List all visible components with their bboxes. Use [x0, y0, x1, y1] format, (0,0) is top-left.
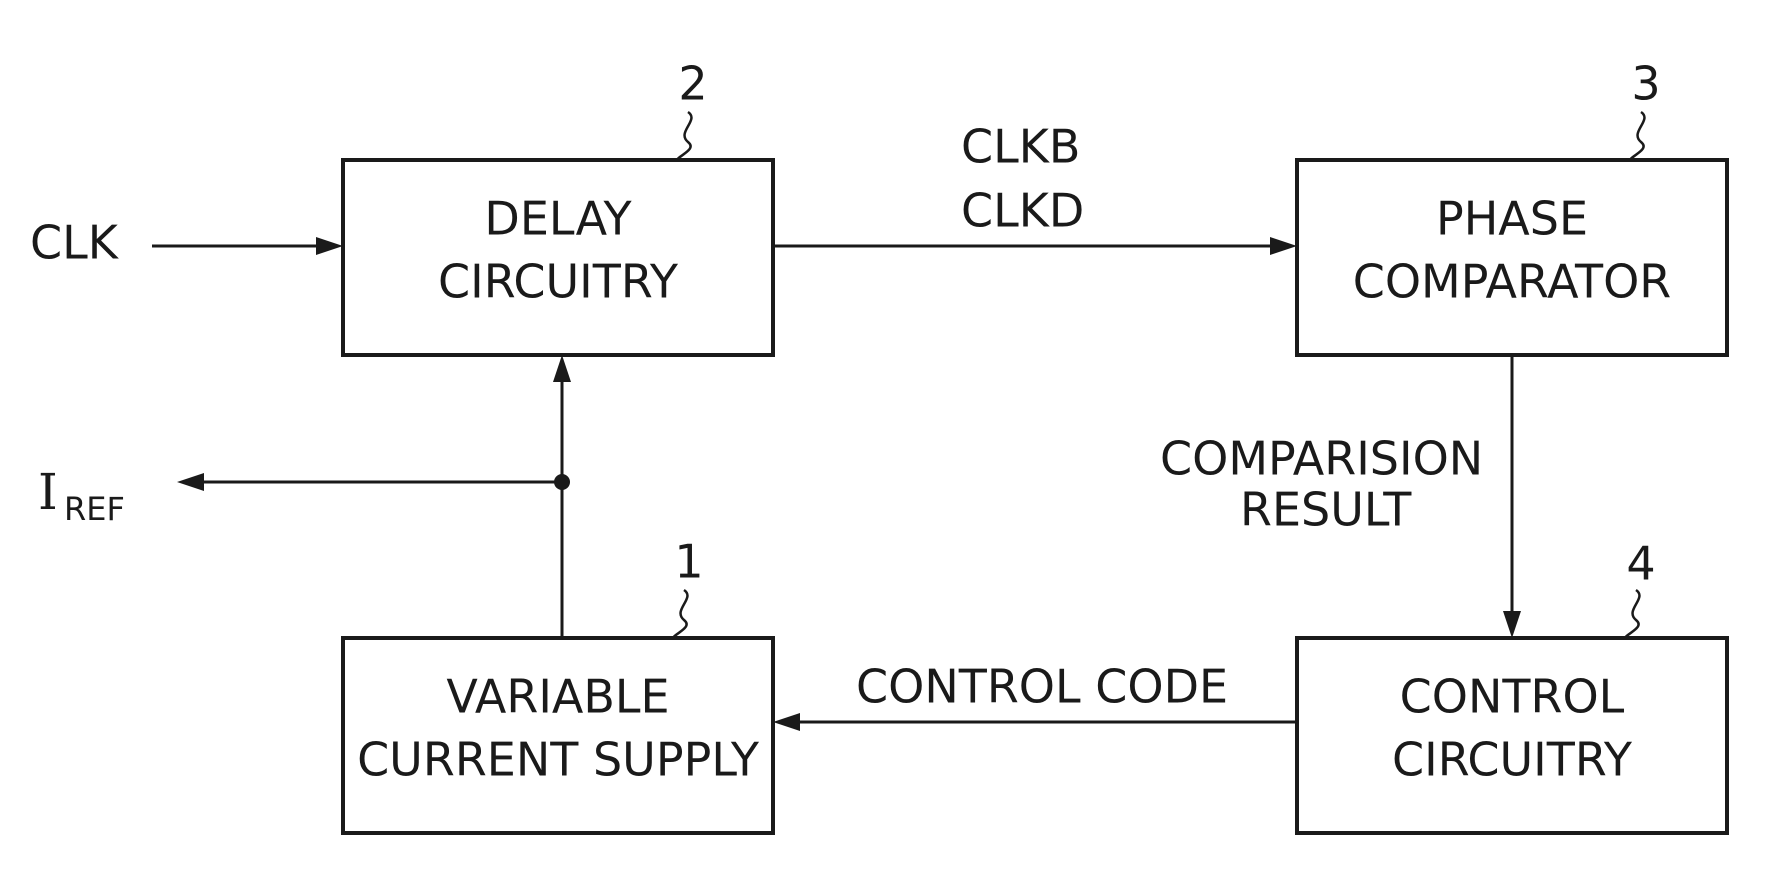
control-circuitry-label-line2: CIRCUITRY [1392, 733, 1633, 787]
clk-label: CLK [30, 216, 120, 270]
control-circuitry-label-line1: CONTROL [1400, 670, 1625, 724]
delay-circuitry-label-line1: DELAY [484, 192, 632, 246]
reference-current-feedback-arrowhead [553, 355, 571, 382]
variable-current-supply-label-line2: CURRENT SUPPLY [357, 733, 760, 787]
variable-current-supply-ref-leader [672, 590, 687, 640]
clkd-label: CLKD [961, 184, 1084, 238]
comparison-result-label-line1: COMPARISION [1160, 432, 1483, 486]
delay-circuitry-block: DELAY CIRCUITRY [343, 160, 773, 355]
control-circuitry-block: CONTROL CIRCUITRY [1297, 638, 1727, 833]
delay-circuitry-ref-number: 2 [678, 57, 707, 111]
phase-comparator-label-line1: PHASE [1436, 192, 1588, 246]
comparison-result-label-line2: RESULT [1240, 483, 1412, 537]
phase-comparator-label-line2: COMPARATOR [1353, 255, 1672, 309]
phase-comparator-block: PHASE COMPARATOR [1297, 160, 1727, 355]
variable-current-supply-block: VARIABLE CURRENT SUPPLY [343, 638, 773, 833]
phase-comparator-ref-leader [1629, 112, 1644, 162]
delay-circuitry-ref-leader [676, 112, 691, 162]
comparison-result-arrowhead [1503, 611, 1521, 638]
phase-comparator-ref-number: 3 [1631, 57, 1660, 111]
clkb-label: CLKB [961, 120, 1080, 174]
iref-output-arrowhead [177, 473, 204, 491]
delay-circuitry-label-line2: CIRCUITRY [438, 255, 679, 309]
variable-current-supply-ref-number: 1 [674, 535, 703, 589]
control-code-arrowhead [773, 713, 800, 731]
clk-input-arrowhead [316, 237, 343, 255]
clkb-clkd-arrowhead [1270, 237, 1297, 255]
iref-label-main: I [38, 463, 58, 521]
control-circuitry-ref-leader [1624, 590, 1639, 640]
variable-current-supply-label-line1: VARIABLE [446, 670, 669, 724]
iref-label-subscript: REF [64, 490, 125, 528]
control-code-label: CONTROL CODE [856, 660, 1228, 714]
control-circuitry-ref-number: 4 [1626, 537, 1655, 591]
